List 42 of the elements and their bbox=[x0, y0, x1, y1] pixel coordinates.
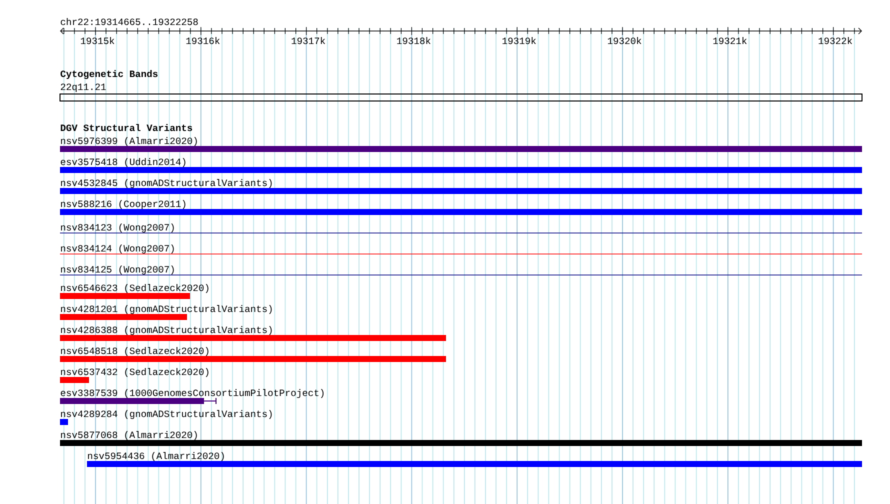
tick-label: 19322k bbox=[818, 37, 852, 44]
node-label: nsv4289284 (gnomADStructuralVariants) bbox=[61, 410, 272, 419]
track-heading: Cytogenetic Bands bbox=[60, 70, 158, 80]
node-label: nsv5877068 (Almarri2020) bbox=[61, 431, 197, 440]
tick-label: 19321k bbox=[713, 37, 747, 44]
variant-bar: nsv5954436 (Almarri2020) bbox=[87, 452, 862, 467]
coordinate-label: chr22:19314665..19322258 bbox=[60, 18, 198, 26]
variant-line: nsv834124 (Wong2007) bbox=[60, 244, 862, 254]
variant-bar: nsv5877068 (Almarri2020) bbox=[60, 431, 862, 446]
node-label: 22q11.21 bbox=[60, 84, 106, 92]
tick-label: 19317k bbox=[292, 37, 326, 44]
variant-bar: nsv6548518 (Sedlazeck2020) bbox=[60, 347, 446, 362]
variant-bar: nsv4289284 (gnomADStructuralVariants) bbox=[60, 410, 272, 425]
node-label: nsv6548518 (Sedlazeck2020) bbox=[61, 347, 208, 356]
node-label: nsv5976399 (Almarri2020) bbox=[61, 137, 197, 146]
node-label: nsv6546623 (Sedlazeck2020) bbox=[61, 284, 208, 293]
tick-label: 19319k bbox=[502, 37, 536, 44]
cytoband: 22q11.21 bbox=[60, 84, 862, 102]
tick-label: 19316k bbox=[186, 37, 220, 44]
node-label: nsv5954436 (Almarri2020) bbox=[88, 452, 224, 461]
node-label: nsv6537432 (Sedlazeck2020) bbox=[61, 368, 208, 377]
tick-label: 19318k bbox=[397, 37, 430, 44]
node-label: esv3575418 (Uddin2014) bbox=[60, 158, 186, 167]
track-heading: DGV Structural Variants bbox=[60, 124, 192, 132]
variant-bar: nsv588216 (Cooper2011) bbox=[60, 200, 862, 215]
node-label: nsv4532845 (gnomADStructuralVariants) bbox=[61, 179, 272, 188]
variant-bar: nsv5976399 (Almarri2020) bbox=[60, 137, 862, 152]
variant-bar: nsv4286388 (gnomADStructuralVariants) bbox=[60, 326, 446, 341]
variant-bar: nsv6537432 (Sedlazeck2020) bbox=[60, 368, 208, 383]
node-label: nsv588216 (Cooper2011) bbox=[61, 200, 186, 209]
variant-bar: nsv6546623 (Sedlazeck2020) bbox=[60, 284, 208, 299]
variant-bar: esv3387539 (1000GenomesConsortiumPilotProject) bbox=[60, 389, 324, 404]
tick-label: 19320k bbox=[608, 37, 642, 44]
variant-bar: nsv4281201 (gnomADStructuralVariants) bbox=[60, 305, 272, 320]
variant-line: nsv834125 (Wong2007) bbox=[60, 266, 862, 276]
node-label: esv3387539 (1000GenomesConsortiumPilotProject) bbox=[60, 389, 324, 398]
tick-label: 19315k bbox=[80, 37, 114, 44]
variant-bar: esv3575418 (Uddin2014) bbox=[60, 158, 862, 173]
variant-line: nsv834123 (Wong2007) bbox=[60, 224, 862, 234]
node-label: nsv4286388 (gnomADStructuralVariants) bbox=[61, 326, 272, 335]
node-label: nsv4281201 (gnomADStructuralVariants) bbox=[61, 305, 272, 314]
variant-bar: nsv4532845 (gnomADStructuralVariants) bbox=[60, 179, 862, 194]
